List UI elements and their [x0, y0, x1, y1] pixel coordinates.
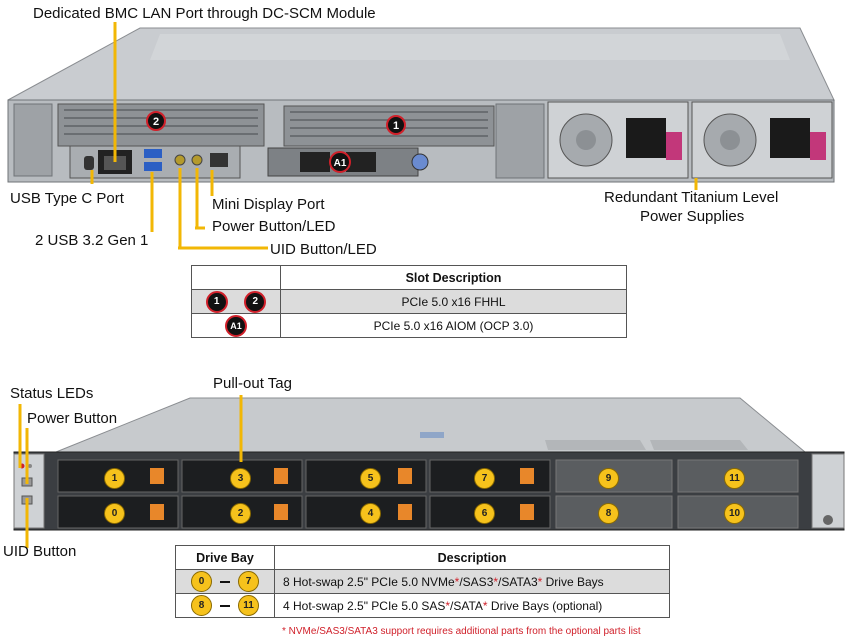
callout-psu-line1: Redundant Titanium Level: [604, 189, 779, 206]
bay-badge-7: 7: [474, 468, 495, 489]
bay-badge-0: 0: [104, 503, 125, 524]
front-uid-button: [21, 495, 33, 505]
uid-button: [174, 154, 186, 166]
drive-desc-sas: 4 Hot-swap 2.5" PCIe 5.0 SAS*/SATA* Driv…: [274, 593, 670, 618]
drive-table-header-desc: Description: [274, 545, 670, 570]
bay-badge-10: 10: [724, 503, 745, 524]
callout-status-leds: Status LEDs: [10, 385, 94, 402]
callout-usb-c: USB Type C Port: [10, 190, 124, 207]
bay-badge-1: 1: [104, 468, 125, 489]
callout-uid-led: UID Button/LED: [270, 241, 377, 258]
svg-text:2: 2: [153, 116, 159, 128]
svg-text:1: 1: [393, 120, 399, 132]
bay-range-from: 8: [191, 595, 212, 616]
slot-description-table: Slot Description 1 2 PCIe 5.0 x16 FHHL A…: [191, 265, 627, 338]
rear-badge-1: 1: [386, 115, 406, 135]
bay-badge-2: 2: [230, 503, 251, 524]
bay-range-from: 0: [191, 571, 212, 592]
slot-desc-aiom: PCIe 5.0 x16 AIOM (OCP 3.0): [280, 313, 627, 338]
callout-usb32: 2 USB 3.2 Gen 1: [35, 232, 149, 249]
bay-badge-5: 5: [360, 468, 381, 489]
slot-table-header: Slot Description: [280, 265, 627, 290]
rear-badge-a1: A1: [329, 151, 351, 173]
svg-text:A1: A1: [334, 158, 347, 169]
bay-badge-6: 6: [474, 503, 495, 524]
table-row: 1 2 PCIe 5.0 x16 FHHL: [191, 289, 627, 314]
power-button: [191, 154, 203, 166]
usb-c-port: [84, 156, 94, 170]
slot-badge-2: 2: [244, 290, 267, 313]
bay-range-to: 7: [238, 571, 259, 592]
bay-badge-3: 3: [230, 468, 251, 489]
callout-mini-dp: Mini Display Port: [212, 196, 325, 213]
table-row: A1 PCIe 5.0 x16 AIOM (OCP 3.0): [191, 313, 627, 338]
callout-power-button: Power Button: [27, 410, 118, 427]
bay-badge-4: 4: [360, 503, 381, 524]
rear-chassis-illustration: 2 1 A1: [7, 22, 835, 250]
callout-pullout-tag: Pull-out Tag: [213, 375, 292, 392]
bay-badge-8: 8: [598, 503, 619, 524]
status-led: [19, 463, 25, 469]
usb-port-bottom: [144, 162, 162, 171]
table-row: 8 11 4 Hot-swap 2.5" PCIe 5.0 SAS*/SATA* …: [175, 593, 670, 618]
bay-range-to: 11: [238, 595, 259, 616]
drive-table-header-bay: Drive Bay: [175, 545, 275, 570]
drive-desc-nvme: 8 Hot-swap 2.5" PCIe 5.0 NVMe*/SAS3*/SAT…: [274, 569, 670, 594]
callout-power-led: Power Button/LED: [212, 218, 336, 235]
callout-psu-line2: Power Supplies: [640, 208, 745, 225]
bay-badge-9: 9: [598, 468, 619, 489]
front-power-button: [21, 477, 33, 487]
callout-bmc-lan: Dedicated BMC LAN Port through DC-SCM Mo…: [33, 5, 376, 22]
rear-badge-2: 2: [146, 111, 166, 131]
slot-badge-1: 1: [205, 290, 228, 313]
bay-badge-11: 11: [724, 468, 745, 489]
table-row: 0 7 8 Hot-swap 2.5" PCIe 5.0 NVMe*/SAS3*/…: [175, 569, 670, 594]
usb-port-top: [144, 149, 162, 158]
slot-badge-a1: A1: [225, 314, 247, 337]
drive-bay-table: Drive Bay Description 0 7 8 Hot-swap 2.5"…: [175, 545, 670, 618]
slot-desc-fhhl: PCIe 5.0 x16 FHHL: [280, 289, 627, 314]
callout-uid-button: UID Button: [3, 543, 77, 560]
mini-display-port: [210, 153, 228, 167]
footnote: * NVMe/SAS3/SATA3 support requires addit…: [282, 626, 641, 637]
